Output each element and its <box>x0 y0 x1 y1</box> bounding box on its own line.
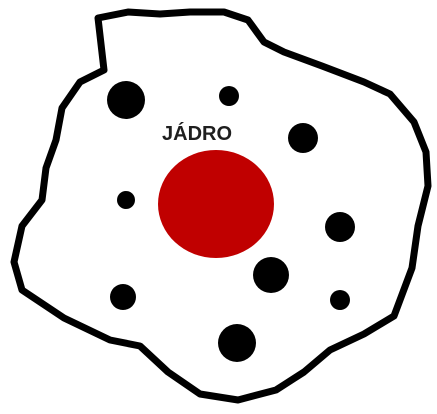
particle <box>107 81 145 119</box>
particle <box>330 290 350 310</box>
nucleus-label: JÁDRO <box>162 123 232 146</box>
particle <box>110 284 136 310</box>
particle <box>325 212 355 242</box>
particle <box>117 191 135 209</box>
particle <box>253 257 289 293</box>
particle <box>218 324 256 362</box>
nucleus <box>158 150 274 258</box>
particle <box>288 123 318 153</box>
particle <box>219 86 239 106</box>
